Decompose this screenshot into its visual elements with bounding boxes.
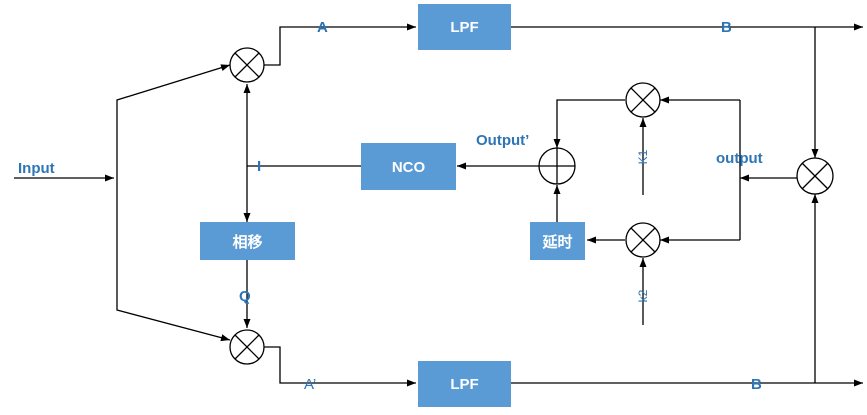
i-label: I — [257, 158, 261, 175]
q-label: Q — [239, 288, 251, 305]
k1-mixer-to-adder-line — [553, 99, 625, 148]
output-label: output — [716, 150, 763, 167]
bottom-mixer-to-lpf-line — [264, 346, 416, 387]
k2-mixer — [625, 222, 661, 258]
input-label: Input — [18, 160, 55, 177]
lpf-top-label: LPF — [450, 19, 478, 36]
lpf-bottom-block: LPF — [418, 361, 511, 407]
input-to-top-mixer-line — [116, 64, 231, 178]
b-top-label: B — [721, 19, 732, 36]
output-prime-label: Output’ — [476, 132, 529, 149]
nco-block: NCO — [361, 143, 456, 190]
k2-label: k2 — [636, 289, 650, 302]
k1-label: K1 — [636, 149, 650, 164]
top-mixer-to-lpf-line — [264, 23, 416, 66]
top-mixer — [229, 47, 265, 83]
bottom-mixer — [229, 329, 265, 365]
connections — [14, 23, 863, 387]
delay-block: 延时 — [530, 222, 585, 260]
input-to-bottom-mixer-line — [116, 178, 231, 342]
a-prime-label: A’ — [304, 376, 316, 393]
right-mixer — [796, 157, 834, 195]
delay-label: 延时 — [541, 233, 572, 251]
a-label: A — [317, 19, 328, 36]
lpf-bottom-label: LPF — [450, 376, 478, 393]
adder — [538, 147, 576, 185]
nco-label: NCO — [392, 159, 426, 176]
k1-mixer — [625, 82, 661, 118]
lpf-top-block: LPF — [418, 4, 511, 50]
phase-shift-block: 相移 — [200, 222, 295, 260]
phase-shift-label: 相移 — [232, 233, 262, 251]
b-bottom-label: B — [751, 376, 762, 393]
